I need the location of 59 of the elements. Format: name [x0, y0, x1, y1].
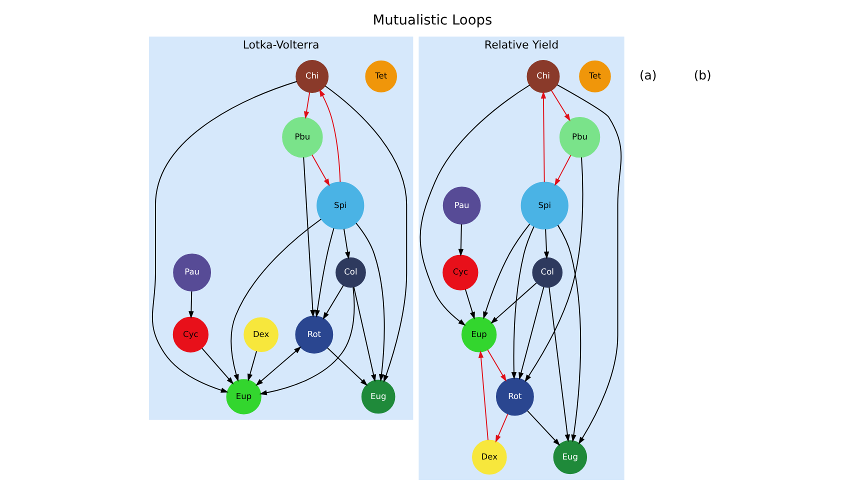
arrow — [464, 289, 474, 320]
arrow — [303, 92, 310, 119]
arrow — [486, 349, 506, 382]
arrow — [524, 156, 583, 382]
arrow — [200, 348, 234, 384]
arrow — [458, 224, 464, 256]
node-circle: Cyc — [172, 316, 208, 352]
arrow — [550, 90, 570, 122]
node-circle: Pbu — [282, 116, 322, 158]
arrow — [352, 286, 376, 382]
arrow — [326, 347, 368, 386]
arrow — [494, 414, 508, 443]
arrow — [302, 156, 315, 318]
node-circle: Dex — [243, 317, 278, 352]
node-circle: Rot — [495, 378, 534, 416]
label: (b) — [693, 68, 711, 82]
node-circle: Pau — [172, 254, 211, 292]
node-circle: Dex — [472, 440, 506, 475]
node-circle: Pbu — [558, 116, 600, 158]
arrow — [510, 226, 534, 380]
arrow — [318, 89, 340, 182]
arrow — [478, 350, 488, 441]
node-circle: Eup — [226, 379, 261, 414]
node-circle: Spi — [520, 182, 568, 230]
node-circle: Spi — [316, 182, 364, 230]
arrow — [482, 224, 530, 320]
arrow — [540, 91, 546, 183]
arrow — [258, 287, 354, 396]
diagram-title: Mutualistic Loops — [372, 12, 492, 29]
arrow — [230, 218, 322, 382]
arrow — [419, 84, 530, 326]
arrow — [543, 228, 549, 260]
arrow — [554, 154, 571, 186]
arrow — [490, 282, 536, 324]
node-circle: Pau — [442, 186, 480, 225]
arrow — [556, 84, 622, 444]
arrow — [342, 228, 350, 260]
arrow — [518, 286, 544, 380]
arrow — [324, 86, 407, 383]
node-circle: Tet — [364, 60, 397, 92]
arrow — [311, 154, 330, 186]
arrow — [188, 290, 194, 319]
node-circle: Chi — [295, 60, 328, 93]
arrow — [322, 285, 344, 320]
arrow — [314, 228, 334, 318]
node-circle: Eug — [552, 440, 587, 474]
node-circle: Cyc — [442, 254, 478, 290]
arrow — [526, 410, 560, 446]
node-circle: Chi — [526, 60, 560, 93]
node-circle: Col — [335, 257, 366, 288]
arrow — [355, 222, 384, 382]
arrow — [548, 286, 570, 442]
arrow — [151, 81, 297, 393]
arrow — [255, 346, 301, 386]
node-circle: Tet — [578, 60, 610, 92]
node-circle: Col — [532, 257, 562, 288]
arrow — [556, 224, 581, 442]
arrow — [246, 350, 256, 382]
label: (a) — [638, 68, 656, 82]
